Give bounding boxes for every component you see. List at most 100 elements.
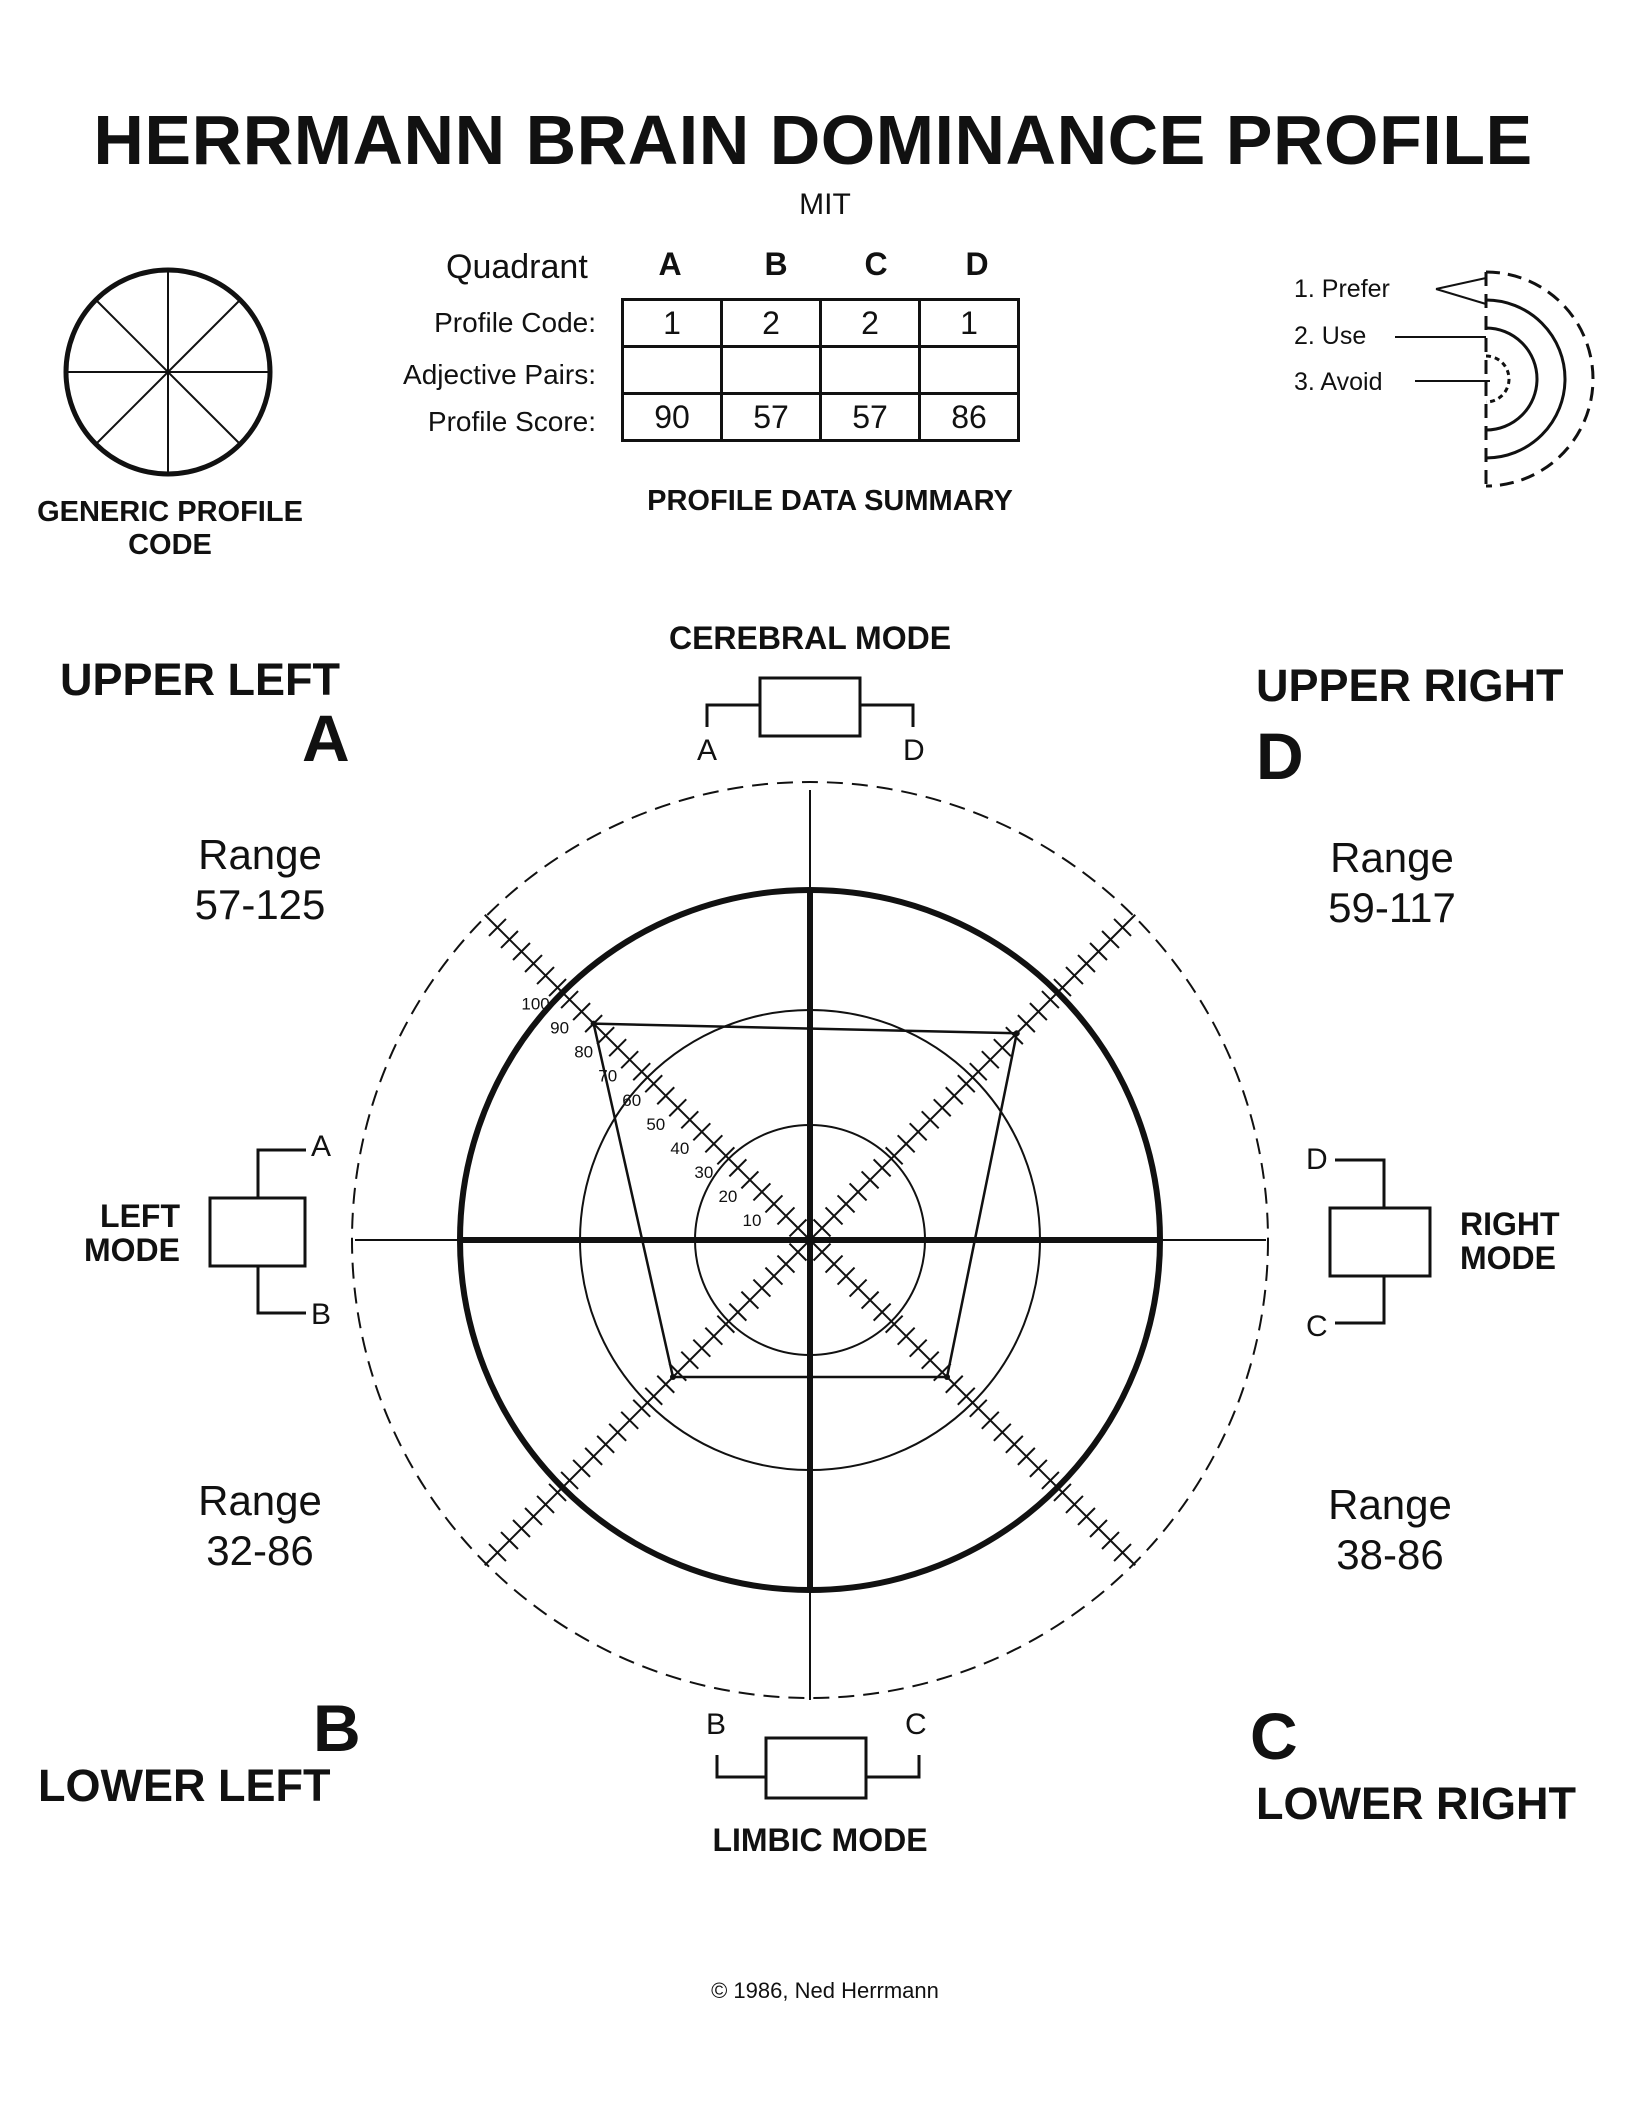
profile-data-table: 1 2 2 1 90 57 57 86 [621,298,1020,442]
axis-tick-d [945,1086,964,1105]
profile-data-summary-caption: PROFILE DATA SUMMARY [647,485,1013,517]
right-mode-label: RIGHT MODE [1460,1207,1560,1276]
left-mode-label: LEFT MODE [70,1198,180,1268]
axis-tick-d [896,1134,916,1154]
axis-tick-a [764,1194,784,1214]
axis-tick-d [1113,918,1132,937]
left-mode-line1: LEFT [100,1198,180,1234]
axis-tick-d [812,1218,832,1238]
axis-tick-b [680,1351,699,1370]
axis-tick-label: 40 [670,1139,689,1158]
right-mode-line2: MODE [1460,1239,1556,1276]
profile-point-b [669,1374,676,1381]
profile-point-c [944,1374,951,1381]
page-subtitle: MIT [799,188,851,221]
axis-tick-c [824,1254,844,1274]
lower-right-range-label: Range [1328,1481,1452,1528]
axis-tick-a [500,930,519,949]
axis-tick-b [488,1543,507,1562]
axis-tick-label: 20 [718,1187,737,1206]
axis-tick-b [620,1411,639,1430]
axis-tick-a [632,1062,651,1081]
generic-profile-code-line2: CODE [128,529,212,561]
left-mode-bracket [208,1148,307,1315]
axis-tick-b [536,1495,555,1514]
adjective-pairs-row [621,345,1020,395]
axis-tick-b [656,1375,675,1394]
axis-tick-c [945,1375,964,1394]
axis-tick-c [1005,1435,1024,1454]
legend-prefer: 1. Prefer [1294,275,1390,303]
cerebral-mode-bracket [705,676,915,738]
axis-tick-a [620,1050,639,1069]
axis-tick-a [680,1110,699,1129]
left-mode-b: B [311,1298,332,1331]
profile-score-label: Profile Score: [427,406,596,437]
adjective-pairs-a [621,345,723,395]
axis-tick-c [896,1326,916,1346]
left-mode-a: A [311,1130,332,1163]
profile-code-c: 2 [819,298,921,348]
axis-tick-c [1101,1531,1120,1550]
axis-tick-label: 70 [598,1067,617,1086]
axis-tick-d [908,1122,928,1142]
axis-tick-c [908,1338,928,1358]
upper-right-range-label: Range [1330,834,1454,881]
axis-tick-c [1077,1507,1096,1526]
generic-profile-code-line1: GENERIC PROFILE [37,496,303,528]
left-mode-line2: MODE [84,1231,180,1268]
axis-tick-d [969,1062,988,1081]
axis-tick-c [1113,1543,1132,1562]
profile-score-a: 90 [621,392,723,442]
axis-tick-c [921,1351,940,1370]
profile-score-row: 90 57 57 86 [621,392,1020,442]
axis-tick-c [1041,1471,1060,1490]
axis-tick-c [848,1278,868,1298]
cerebral-mode-label: CEREBRAL MODE [668,620,952,656]
axis-tick-b [632,1399,651,1418]
quadrant-heading: Quadrant [446,248,588,286]
axis-tick-b [572,1459,591,1478]
quadrant-letter-d: D [965,246,989,282]
profile-score-d: 86 [918,392,1020,442]
lower-right-name: LOWER RIGHT [1256,1778,1576,1829]
profile-polygon [592,1022,1019,1379]
axis-tick-b [728,1302,748,1322]
limbic-mode-label: LIMBIC MODE [712,1822,928,1858]
axis-tick-d [1077,954,1096,973]
axis-tick-label: 100 [521,995,549,1014]
axis-tick-a [728,1158,748,1178]
axis-tick-d [1053,978,1072,997]
quadrant-letter-c: C [864,246,888,282]
outer-dashed-ring [351,781,1269,1699]
upper-right-letter: D [1256,719,1304,793]
upper-left-letter: A [302,701,350,775]
axis-tick-a [788,1218,808,1238]
lower-left-range-label: Range [198,1477,322,1524]
axis-tick-c [1089,1519,1108,1538]
axis-tick-a [560,990,579,1009]
axis-tick-b [776,1254,796,1274]
lower-left-range-value: 32-86 [206,1527,314,1575]
legend-use: 2. Use [1294,322,1367,350]
axis-tick-a [776,1206,796,1226]
axis-line-d [809,914,1136,1241]
profile-code-row: 1 2 2 1 [621,298,1020,348]
axis-tick-b [716,1314,736,1334]
axis-tick-b [740,1290,760,1310]
axis-tick-c [1029,1459,1048,1478]
axis-tick-a [704,1134,724,1154]
axis-tick-a [548,978,567,997]
cerebral-mode-a: A [697,734,718,767]
axis-tick-c [981,1411,1000,1430]
axis-line-b [484,1239,811,1566]
axis-tick-a [740,1170,760,1190]
axis-tick-a [752,1182,772,1202]
axis-line-c [809,1239,1136,1566]
axis-tick-b [692,1338,712,1358]
axis-tick-b [512,1519,531,1538]
legend-avoid: 3. Avoid [1294,368,1383,396]
axis-tick-a [524,954,543,973]
axis-tick-b [764,1266,784,1286]
